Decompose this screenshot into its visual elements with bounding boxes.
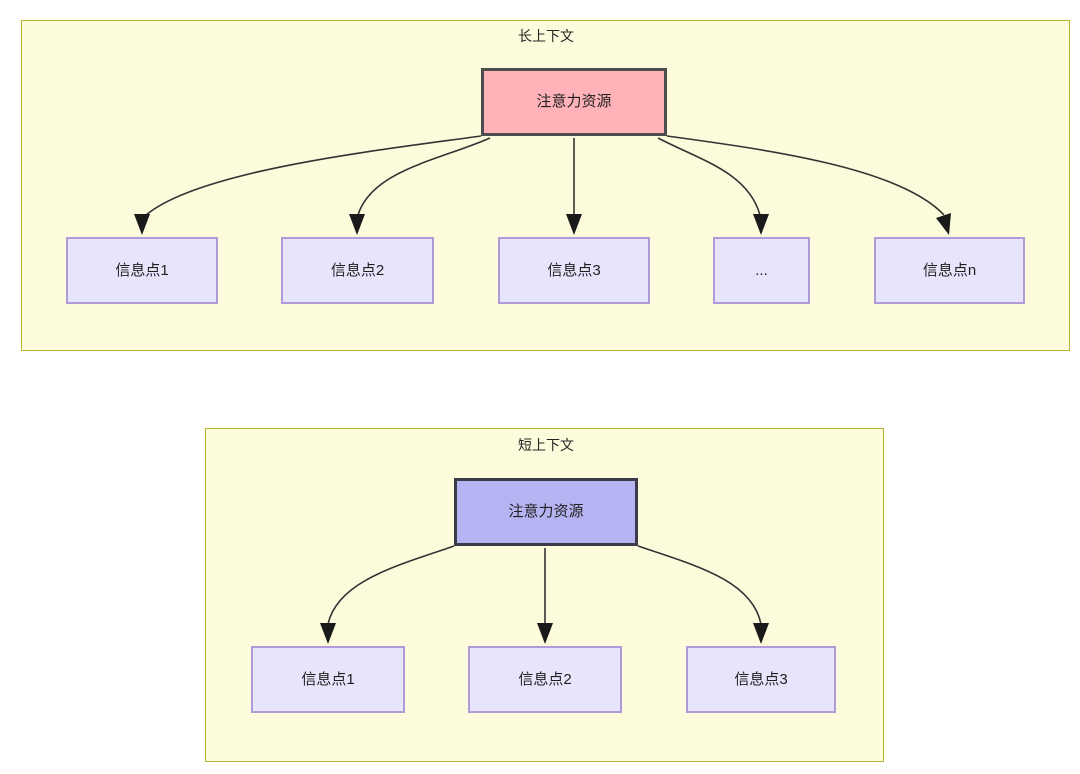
short-context-info-node-1: 信息点1 [251, 646, 405, 713]
long-context-info-node-1: 信息点1 [66, 237, 218, 304]
long-context-info-node-n: 信息点n [874, 237, 1025, 304]
long-context-title: 长上下文 [518, 28, 574, 44]
long-context-info-node-3: 信息点3 [498, 237, 650, 304]
long-context-info-node-ellipsis: ... [713, 237, 810, 304]
long-context-info-node-2: 信息点2 [281, 237, 434, 304]
short-context-info-node-2: 信息点2 [468, 646, 622, 713]
short-context-info-node-3: 信息点3 [686, 646, 836, 713]
short-context-attention-node: 注意力资源 [454, 478, 638, 546]
long-context-attention-node: 注意力资源 [481, 68, 667, 136]
short-context-title: 短上下文 [518, 437, 574, 453]
